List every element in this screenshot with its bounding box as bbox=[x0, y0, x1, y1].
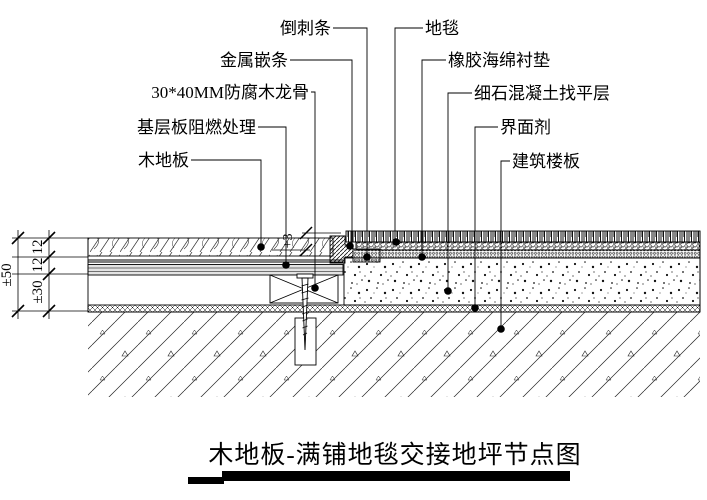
dot-building-slab bbox=[497, 325, 505, 333]
building-slab-layer bbox=[88, 312, 700, 397]
label-building-slab: 建筑楼板 bbox=[512, 152, 580, 171]
leader-metal-insert bbox=[290, 59, 353, 246]
dot-interface-agent bbox=[471, 304, 479, 312]
label-tack-strip: 倒刺条 bbox=[280, 19, 331, 38]
label-rubber-pad: 橡胶海绵衬垫 bbox=[448, 51, 550, 70]
dot-wood-keel bbox=[311, 284, 319, 292]
dim-overall-height: ±50 bbox=[0, 263, 15, 286]
dim-surface-offset: +3 bbox=[281, 234, 296, 249]
carpet-backing-layer bbox=[355, 241, 701, 251]
label-interface-agent: 界面剂 bbox=[500, 118, 551, 137]
dot-concrete-leveling bbox=[444, 287, 452, 295]
title-underline-step bbox=[188, 477, 224, 484]
dot-rubber-pad bbox=[418, 253, 426, 261]
dot-carpet bbox=[392, 238, 400, 246]
leader-carpet bbox=[394, 27, 423, 242]
leader-building-slab bbox=[500, 160, 510, 329]
dim-base-thickness: 12 bbox=[30, 258, 46, 273]
drawing-title: 木地板-满铺地毯交接地坪节点图 bbox=[208, 441, 581, 469]
dim-wood-thickness: 12 bbox=[30, 240, 46, 255]
dot-base-board bbox=[282, 261, 290, 269]
dot-metal-insert bbox=[346, 242, 354, 250]
rubber-pad-layer bbox=[379, 249, 701, 259]
leader-wood-floor bbox=[191, 159, 262, 247]
wood-floor-layer bbox=[87, 237, 334, 257]
dim-keel-height: ±30 bbox=[30, 280, 46, 303]
dot-tack-strip bbox=[363, 253, 371, 261]
leader-lines bbox=[191, 27, 510, 329]
leader-dots bbox=[257, 238, 505, 333]
leader-tack-strip bbox=[333, 27, 368, 257]
title-underline-main bbox=[222, 471, 570, 481]
label-base-board: 基层板阻燃处理 bbox=[137, 118, 256, 137]
dimension-block bbox=[11, 230, 88, 319]
label-carpet: 地毯 bbox=[425, 19, 459, 38]
label-concrete-leveling: 细石混凝土找平层 bbox=[474, 84, 610, 103]
interface-agent-layer bbox=[87, 304, 701, 313]
leader-interface-agent bbox=[474, 126, 498, 308]
leader-concrete-leveling bbox=[447, 92, 472, 291]
dim-ticks bbox=[11, 231, 56, 318]
label-wood-floor: 木地板 bbox=[138, 151, 189, 170]
label-metal-insert: 金属嵌条 bbox=[220, 51, 288, 70]
floor-section bbox=[87, 230, 701, 397]
offset-dimension bbox=[272, 226, 341, 257]
fixing-screw bbox=[296, 273, 314, 351]
label-wood-keel: 30*40MM防腐木龙骨 bbox=[151, 83, 309, 102]
metal-insert-strip bbox=[329, 235, 354, 264]
concrete-leveling-layer bbox=[343, 257, 701, 306]
leader-base-board bbox=[258, 126, 287, 265]
leader-rubber-pad bbox=[421, 59, 446, 257]
dot-wood-floor bbox=[257, 243, 265, 251]
base-board-layer bbox=[87, 264, 344, 276]
leader-wood-keel bbox=[311, 91, 316, 288]
